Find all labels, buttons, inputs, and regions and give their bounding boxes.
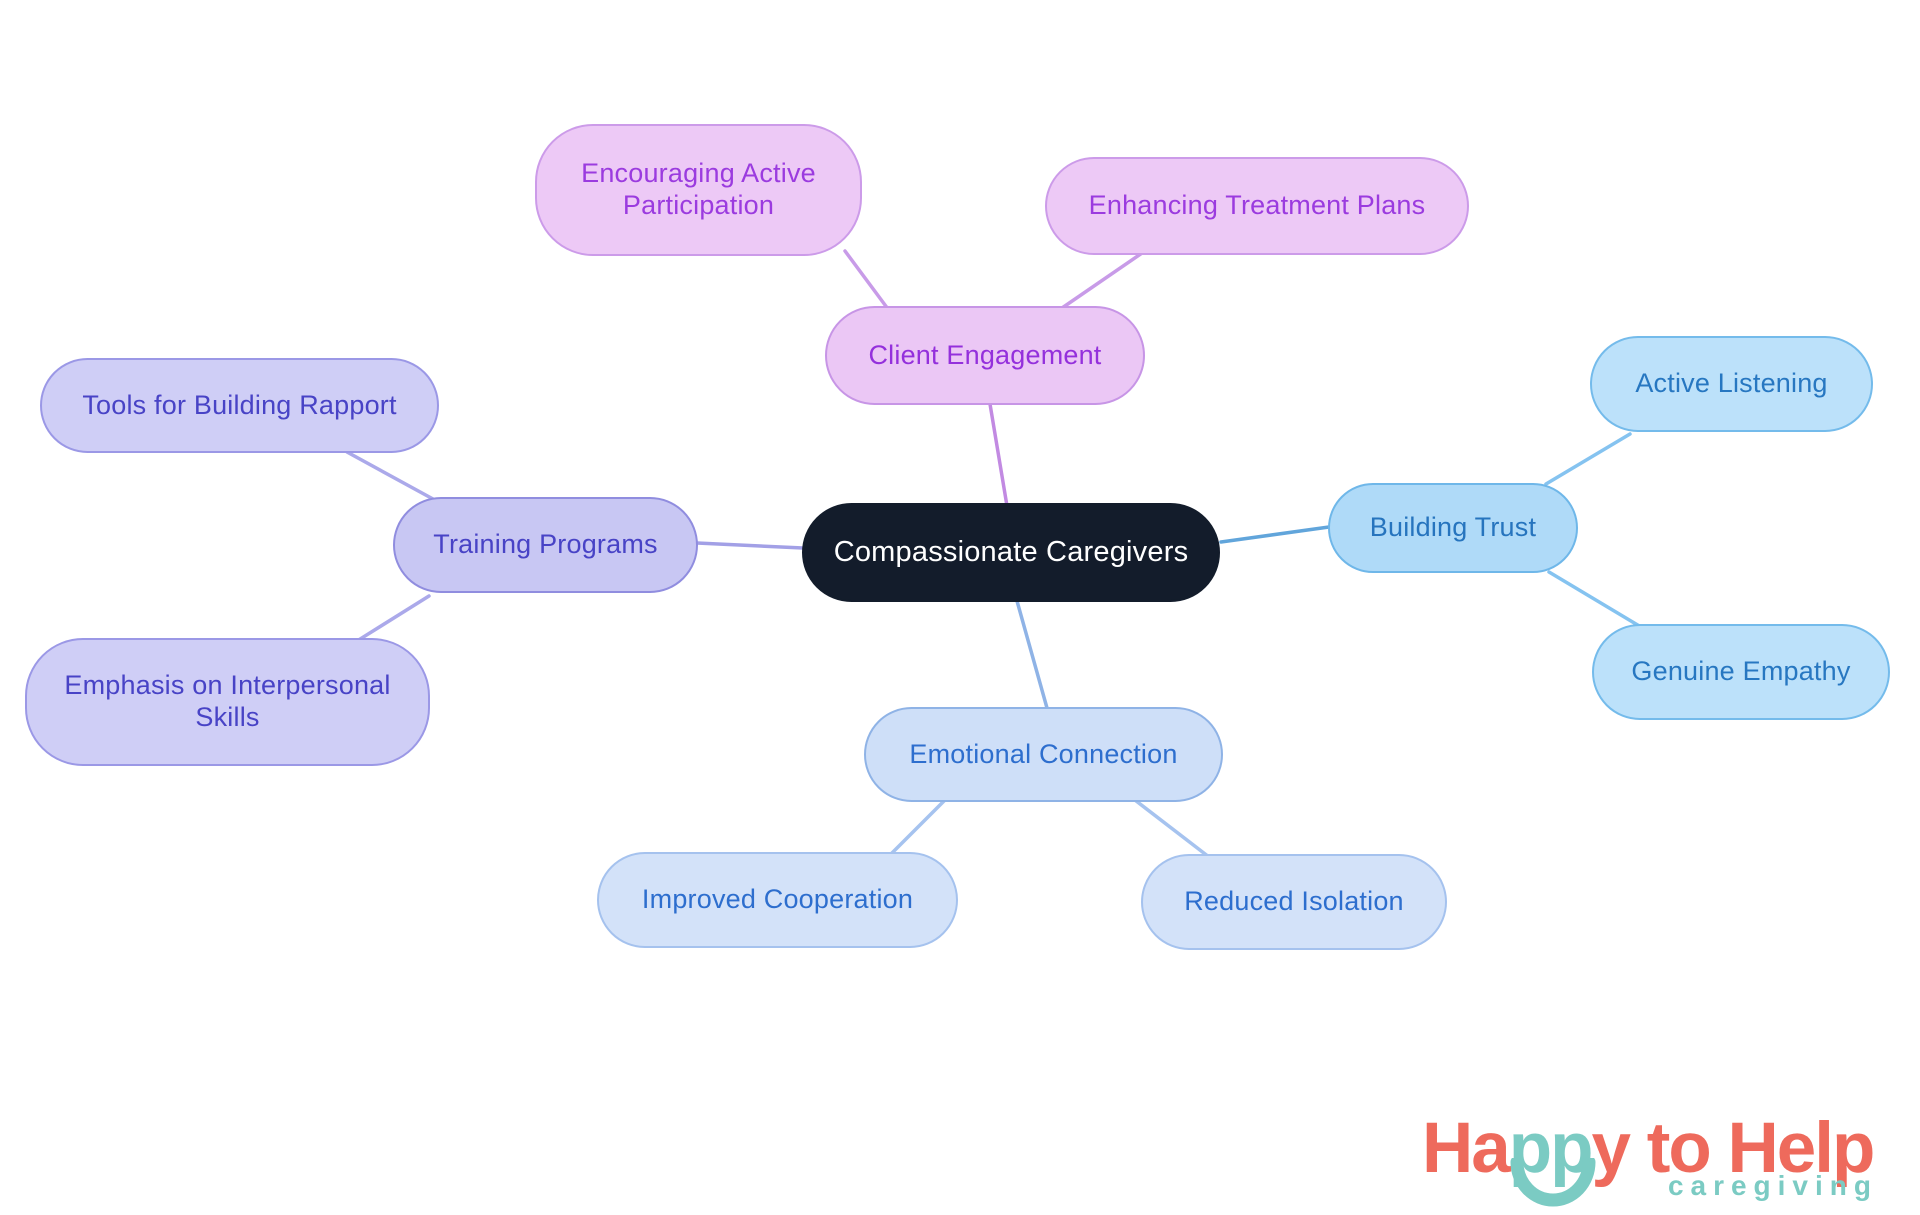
- node-label: Reduced Isolation: [1184, 886, 1404, 917]
- logo-wordmark-part: Ha: [1422, 1109, 1511, 1188]
- training-programs-node[interactable]: Training Programs: [393, 497, 698, 593]
- edge-compassionate-caregivers-to-emotional-connection: [1015, 599, 1049, 710]
- edge-training-programs-to-tools-for-building-rapport: [345, 450, 435, 501]
- logo-subtitle: caregiving: [1667, 1170, 1878, 1201]
- node-label: Tools for Building Rapport: [82, 389, 397, 420]
- node-label: Enhancing Treatment Plans: [1088, 190, 1426, 221]
- node-label: Emphasis on Interpersonal Skills: [64, 670, 391, 732]
- node-label: Client Engagement: [868, 339, 1102, 370]
- node-label: Improved Cooperation: [641, 884, 914, 915]
- building-trust-node[interactable]: Building Trust: [1328, 483, 1578, 573]
- node-label: Encouraging Active Participation: [581, 158, 816, 220]
- edge-building-trust-to-genuine-empathy: [1547, 570, 1648, 632]
- client-engagement-node[interactable]: Client Engagement: [825, 306, 1145, 405]
- node-label: Compassionate Caregivers: [833, 536, 1189, 569]
- edge-client-engagement-to-enhancing-treatment-plans: [1060, 249, 1147, 310]
- encouraging-active-participation-node[interactable]: Encouraging Active Participation: [535, 124, 862, 256]
- compassionate-caregivers-node[interactable]: Compassionate Caregivers: [802, 503, 1220, 602]
- emphasis-on-interpersonal-skills-node[interactable]: Emphasis on Interpersonal Skills: [25, 638, 430, 766]
- improved-cooperation-node[interactable]: Improved Cooperation: [597, 852, 958, 948]
- edge-compassionate-caregivers-to-client-engagement: [988, 402, 1009, 508]
- active-listening-node[interactable]: Active Listening: [1590, 336, 1873, 432]
- emotional-connection-node[interactable]: Emotional Connection: [864, 707, 1223, 802]
- logo-wordmark: Happy to Help: [1422, 1108, 1880, 1189]
- node-label: Training Programs: [433, 529, 658, 560]
- node-label: Genuine Empathy: [1631, 656, 1851, 687]
- edge-compassionate-caregivers-to-building-trust: [1219, 525, 1331, 544]
- happy-to-help-logo: Happy to Help caregiving: [1422, 1108, 1880, 1208]
- edge-training-programs-to-emphasis-on-interpersonal-skills: [355, 594, 431, 643]
- genuine-empathy-node[interactable]: Genuine Empathy: [1592, 624, 1890, 720]
- tools-for-building-rapport-node[interactable]: Tools for Building Rapport: [40, 358, 439, 453]
- edge-building-trust-to-active-listening: [1544, 432, 1632, 486]
- edge-compassionate-caregivers-to-training-programs: [695, 541, 805, 550]
- edge-emotional-connection-to-improved-cooperation: [886, 795, 950, 859]
- node-label: Emotional Connection: [909, 738, 1178, 769]
- logo-wordmark-part: y to Help: [1591, 1109, 1876, 1188]
- node-label: Active Listening: [1635, 368, 1828, 399]
- enhancing-treatment-plans-node[interactable]: Enhancing Treatment Plans: [1045, 157, 1469, 255]
- edge-emotional-connection-to-reduced-isolation: [1129, 795, 1211, 859]
- edge-client-engagement-to-encouraging-active-participation: [843, 249, 890, 311]
- logo-smile-icon: [1508, 1155, 1598, 1208]
- node-label: Building Trust: [1369, 512, 1537, 543]
- reduced-isolation-node[interactable]: Reduced Isolation: [1141, 854, 1447, 950]
